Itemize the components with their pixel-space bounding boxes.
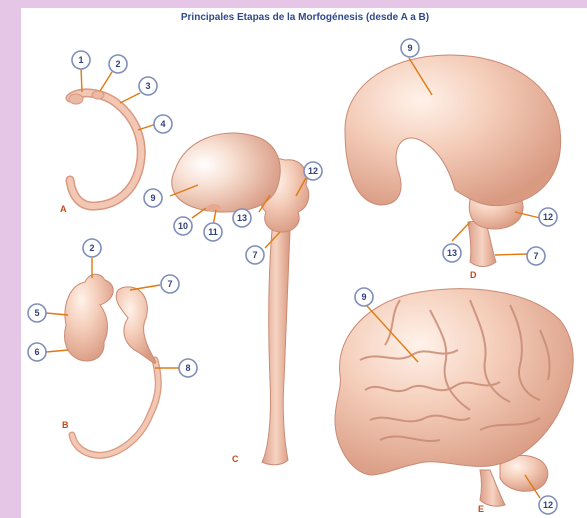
label-badge-number: 5	[34, 308, 39, 318]
label-badge-number: 1	[78, 55, 83, 65]
label-badge-10: 9	[144, 189, 162, 207]
label-badge-16: 9	[401, 39, 419, 57]
label-badge-number: 9	[361, 292, 366, 302]
stage-label-e: E	[478, 504, 484, 514]
label-badge-number: 7	[252, 250, 257, 260]
label-badge-2: 2	[109, 55, 127, 73]
label-badge-number: 6	[34, 347, 39, 357]
label-badge-4: 4	[154, 115, 172, 133]
stage-label-b: B	[62, 420, 69, 430]
label-badge-number: 12	[308, 166, 318, 176]
stage-c-embryo	[172, 133, 309, 465]
label-badge-number: 10	[178, 221, 188, 231]
label-badge-number: 8	[185, 363, 190, 373]
stage-label-d: D	[470, 270, 477, 280]
label-badge-18: 13	[443, 244, 461, 262]
stage-label-c: C	[232, 454, 239, 464]
label-badge-21: 12	[539, 496, 557, 514]
label-badge-12: 11	[204, 223, 222, 241]
label-badge-11: 10	[174, 217, 192, 235]
stage-label-a: A	[60, 204, 67, 214]
label-badge-number: 2	[89, 243, 94, 253]
stage-b-tube	[65, 274, 159, 455]
label-badge-20: 9	[355, 288, 373, 306]
label-badge-15: 7	[246, 246, 264, 264]
label-badge-17: 12	[539, 208, 557, 226]
stage-d-brain	[345, 55, 561, 267]
figure-title: Principales Etapas de la Morfogénesis (d…	[181, 12, 429, 23]
label-badge-7: 6	[28, 343, 46, 361]
label-badge-14: 12	[304, 162, 322, 180]
label-badge-number: 7	[167, 279, 172, 289]
label-badge-number: 11	[208, 227, 218, 237]
stage-a-tube	[69, 91, 141, 206]
label-badge-number: 12	[543, 500, 553, 510]
label-badge-number: 9	[407, 43, 412, 53]
label-badge-8: 7	[161, 275, 179, 293]
label-badge-number: 4	[160, 119, 165, 129]
label-badge-3: 3	[139, 77, 157, 95]
stage-e-brain	[335, 289, 573, 506]
label-badge-number: 9	[150, 193, 155, 203]
label-badge-1: 1	[72, 51, 90, 69]
label-badge-number: 3	[145, 81, 150, 91]
label-badge-19: 7	[527, 247, 545, 265]
label-badge-6: 5	[28, 304, 46, 322]
label-badge-5: 2	[83, 239, 101, 257]
label-badge-9: 8	[179, 359, 197, 377]
label-badge-number: 7	[533, 251, 538, 261]
label-badge-13: 13	[233, 209, 251, 227]
label-badge-number: 2	[115, 59, 120, 69]
label-badge-number: 13	[447, 248, 457, 258]
label-badge-number: 12	[543, 212, 553, 222]
label-badge-number: 13	[237, 213, 247, 223]
